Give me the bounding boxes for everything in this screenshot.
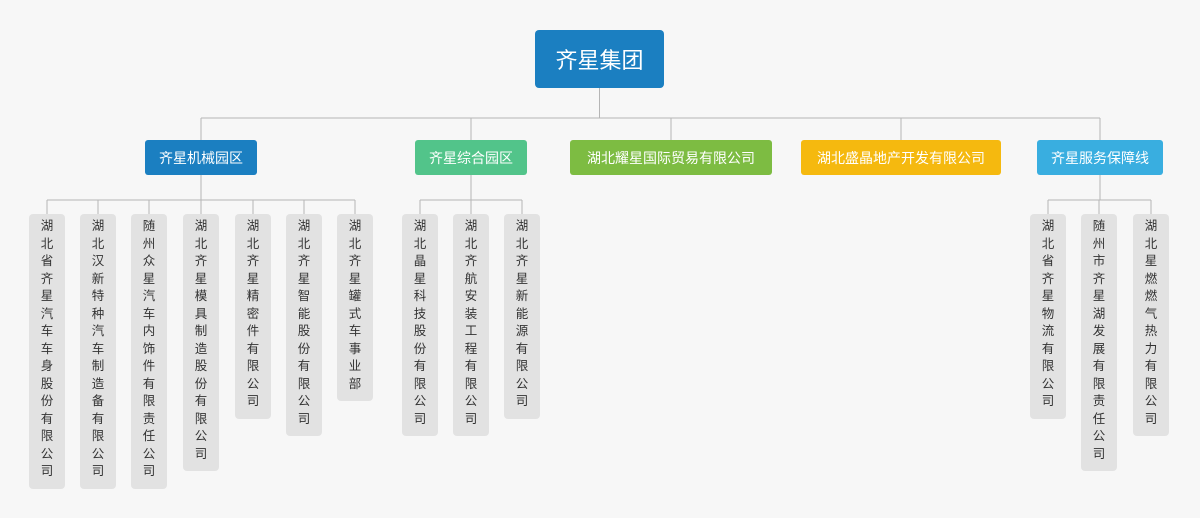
- division-label: 齐星服务保障线: [1051, 150, 1149, 167]
- division-node-comprehensive-park: 齐星综合园区: [415, 140, 527, 175]
- subsidiary-label: 湖北省齐星物流有限公司: [1041, 218, 1055, 408]
- division-label: 湖北盛晶地产开发有限公司: [817, 150, 985, 167]
- subsidiary-label: 湖北星燃燃气热力有限公司: [1144, 218, 1158, 426]
- subsidiary-node: 湖北齐星模具制造股份有限公司: [183, 214, 219, 471]
- subsidiary-label: 湖北齐星新能源有限公司: [515, 218, 529, 408]
- division-node-realestate-company: 湖北盛晶地产开发有限公司: [801, 140, 1001, 175]
- subsidiary-label: 湖北齐星模具制造股份有限公司: [194, 218, 208, 461]
- subsidiary-label: 湖北省齐星汽车车身股份有限公司: [40, 218, 54, 478]
- division-label: 湖北耀星国际贸易有限公司: [587, 150, 755, 167]
- subsidiary-node: 随州众星汽车内饰件有限责任公司: [131, 214, 167, 489]
- subsidiary-label: 湖北汉新特种汽车制造备有限公司: [91, 218, 105, 478]
- subsidiary-label: 随州市齐星湖发展有限责任公司: [1092, 218, 1106, 461]
- subsidiary-node: 湖北齐星精密件有限公司: [235, 214, 271, 419]
- subsidiary-node: 湖北齐星罐式车事业部: [337, 214, 373, 401]
- division-label: 齐星机械园区: [159, 150, 243, 167]
- subsidiary-node: 湖北晶星科技股份有限公司: [402, 214, 438, 436]
- division-label: 齐星综合园区: [429, 150, 513, 167]
- subsidiary-label: 湖北齐星精密件有限公司: [246, 218, 260, 408]
- subsidiary-label: 湖北齐星罐式车事业部: [348, 218, 362, 391]
- division-node-service-line: 齐星服务保障线: [1037, 140, 1163, 175]
- division-node-trading-company: 湖北耀星国际贸易有限公司: [570, 140, 772, 175]
- subsidiary-label: 随州众星汽车内饰件有限责任公司: [142, 218, 156, 478]
- subsidiary-node: 湖北齐星智能股份有限公司: [286, 214, 322, 436]
- subsidiary-label: 湖北晶星科技股份有限公司: [413, 218, 427, 426]
- subsidiary-label: 湖北齐航安装工程有限公司: [464, 218, 478, 426]
- subsidiary-node: 湖北齐航安装工程有限公司: [453, 214, 489, 436]
- subsidiary-node: 湖北汉新特种汽车制造备有限公司: [80, 214, 116, 489]
- subsidiary-node: 湖北省齐星汽车车身股份有限公司: [29, 214, 65, 489]
- subsidiary-node: 湖北省齐星物流有限公司: [1030, 214, 1066, 419]
- subsidiary-label: 湖北齐星智能股份有限公司: [297, 218, 311, 426]
- subsidiary-node: 湖北齐星新能源有限公司: [504, 214, 540, 419]
- subsidiary-node: 随州市齐星湖发展有限责任公司: [1081, 214, 1117, 471]
- root-node-label: 齐星集团: [555, 49, 644, 74]
- root-node: 齐星集团: [535, 30, 664, 88]
- subsidiary-node: 湖北星燃燃气热力有限公司: [1133, 214, 1169, 436]
- division-node-machinery-park: 齐星机械园区: [145, 140, 257, 175]
